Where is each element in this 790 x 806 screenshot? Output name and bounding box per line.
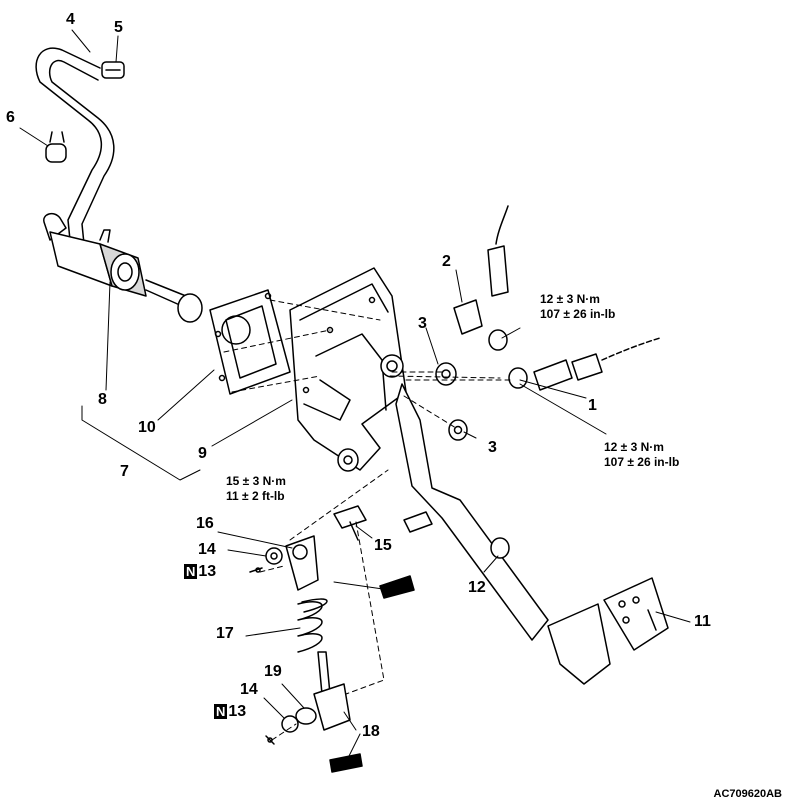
callout-16: 16 [196,515,214,532]
nut-12 [490,537,510,559]
pedal-support-bracket [289,267,407,471]
callout-2: 2 [442,253,451,270]
callout-11: 11 [694,613,711,630]
new-part-marker: N [184,564,198,579]
callout-19: 19 [264,663,282,680]
clutch-pipe [35,47,115,245]
callout-5: 5 [114,19,123,36]
grease-icon [329,753,363,773]
spring-rod [313,651,351,731]
nut [435,362,457,386]
pin-bolt [333,505,367,541]
callout-8: 8 [98,391,107,408]
callout-3-upper: 3 [418,315,427,332]
nut [448,419,468,441]
torque-spec-switch-1: 12 ± 3 N·m 107 ± 26 in-lb [604,440,680,469]
callout-17: 17 [216,625,234,642]
torque-spec-switch-2: 12 ± 3 N·m 107 ± 26 in-lb [540,292,616,321]
pipe-clip [101,61,125,79]
bracket-nut [337,448,359,472]
washer-19 [295,707,317,725]
callout-1: 1 [588,397,597,414]
assembly-guide-lines [223,299,511,741]
callout-7: 7 [120,463,129,480]
callout-4: 4 [66,11,75,28]
callout-18: 18 [362,723,380,740]
callout-10: 10 [138,419,156,436]
grease-icon [379,575,415,599]
gasket [209,289,291,395]
callout-15: 15 [374,537,392,554]
washer [265,547,283,565]
callout-3-lower: 3 [488,439,497,456]
callout-14-lower: 14 [240,681,258,698]
callout-6: 6 [6,109,15,126]
bracket-clip [45,131,67,163]
turnover-link [285,535,319,591]
clutch-switch [508,337,661,391]
washer-14-lower [281,715,299,733]
clutch-pedal [395,383,611,685]
callout-12: 12 [468,579,486,596]
figure-code: AC709620AB [713,788,782,800]
clutch-master-cylinder [43,212,203,323]
callout-14-upper: 14 [198,541,216,558]
assist-spring [297,598,328,653]
pedal-pad-cover [603,577,669,651]
retaining-clip [265,735,275,745]
callout-9: 9 [198,445,207,462]
retaining-clip [249,567,263,573]
new-part-marker: N [214,704,228,719]
clutch-interlock-switch [453,205,509,351]
leader-lines [19,29,691,759]
torque-spec-bracket-nut: 15 ± 3 N·m 11 ± 2 ft-lb [226,474,286,503]
